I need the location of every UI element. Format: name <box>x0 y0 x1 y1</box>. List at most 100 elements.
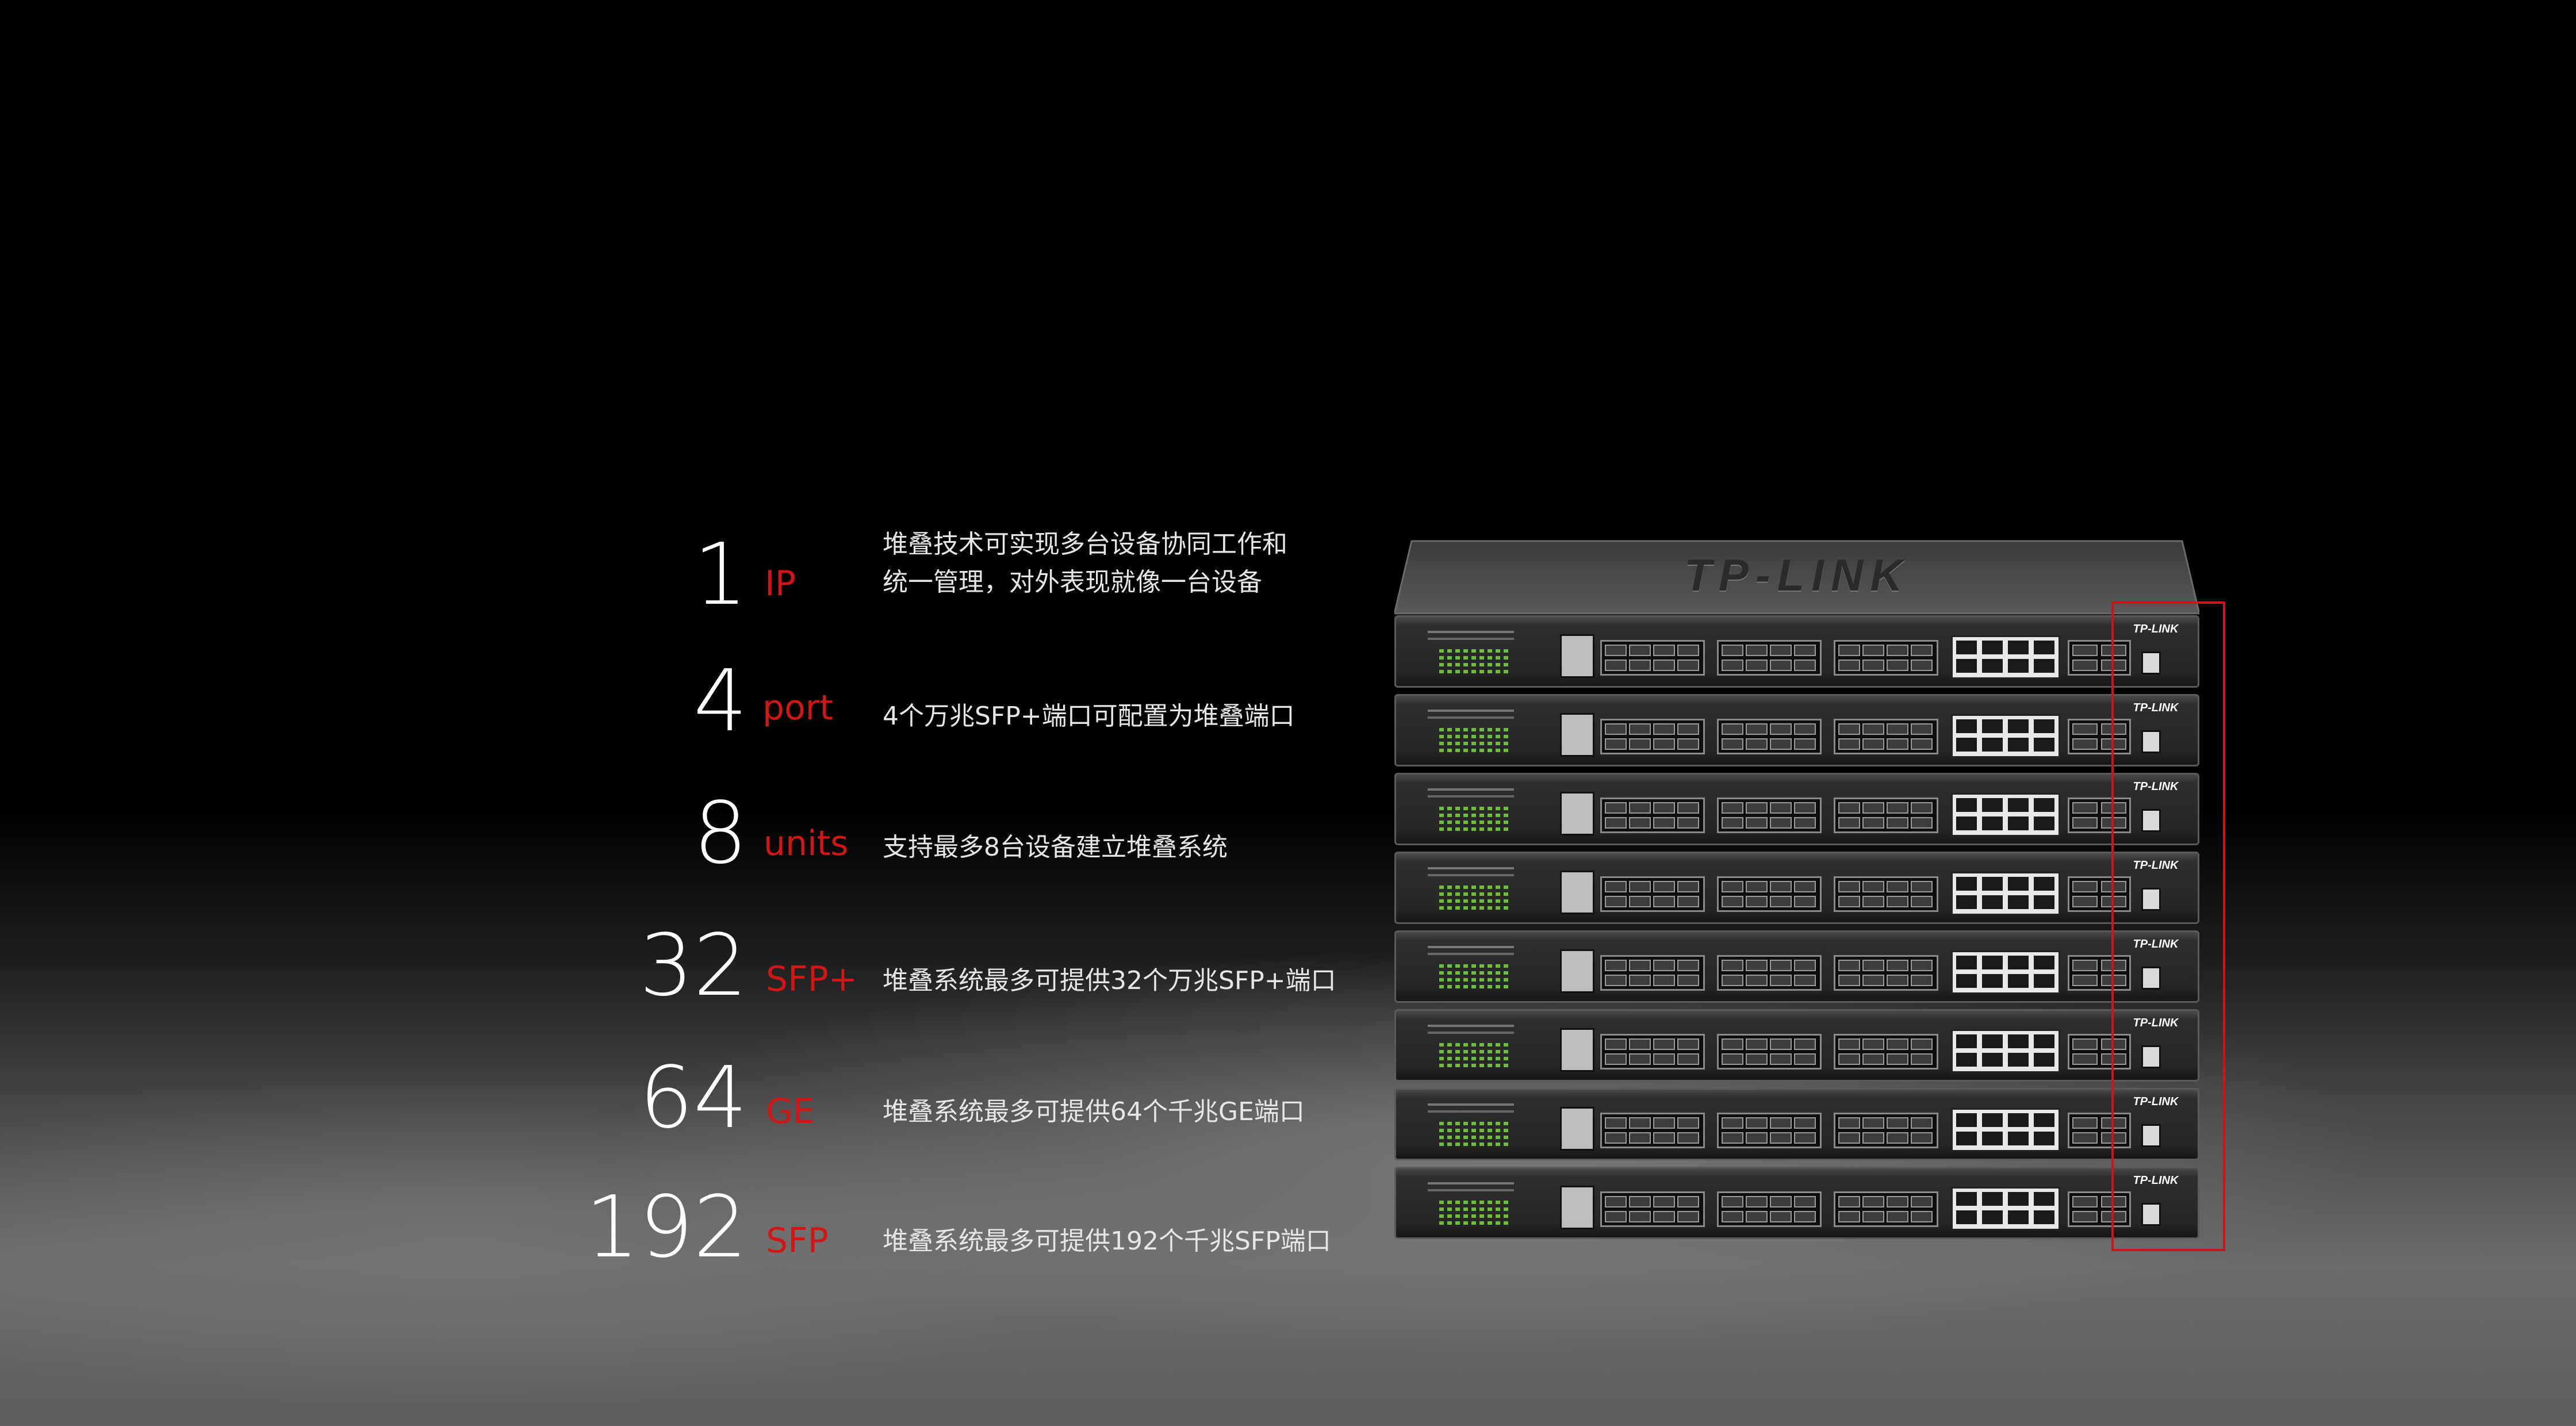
stat-description: 堆叠系统最多可提供32个万兆SFP+端口 <box>883 962 1377 1000</box>
management-port <box>1560 1028 1594 1072</box>
stat-number: 64 <box>639 1048 747 1147</box>
stat-unit: port <box>762 688 833 728</box>
sfp-slots <box>1838 1196 1933 1222</box>
sfp-slots <box>1605 960 1699 986</box>
brand-plate: TP-LINK <box>2124 938 2187 998</box>
sfp-port-group <box>1717 876 1822 912</box>
switch-unit: TP-LINK <box>1394 1009 2199 1082</box>
sfp-port-group <box>1600 955 1705 991</box>
reset-button[interactable] <box>2141 888 2161 911</box>
stat-sfp-plus: 32 SFP+ 堆叠系统最多可提供32个万兆SFP+端口 <box>575 923 1380 1038</box>
stat-number: 8 <box>693 784 747 883</box>
sfp-slots <box>1838 1038 1933 1065</box>
sfp-slots <box>1838 1117 1933 1144</box>
stat-unit: SFP+ <box>766 959 858 999</box>
sfp-slots <box>1722 723 1816 750</box>
stat-unit: units <box>764 823 849 864</box>
sfp-slots <box>1605 881 1699 907</box>
brand-plate: TP-LINK <box>2124 859 2187 919</box>
status-leds <box>1428 710 1514 752</box>
sfp-port-group <box>1834 876 1938 912</box>
sfp-plus-port-group <box>2068 719 2131 754</box>
sfp-plus-port-group <box>2068 1113 2131 1148</box>
reset-button[interactable] <box>2141 1203 2161 1226</box>
sfp-port-group <box>1600 876 1705 912</box>
rj45-port-group <box>1951 1108 2060 1152</box>
brand-logo: TP-LINK <box>2133 780 2179 793</box>
switch-unit: TP-LINK <box>1394 694 2199 766</box>
sfp-port-group <box>1717 719 1822 754</box>
sfp-slots <box>1722 960 1816 986</box>
switch-unit: TP-LINK <box>1394 773 2199 845</box>
sfp-slots <box>1722 1196 1816 1222</box>
stack-top-panel <box>1394 540 2199 615</box>
brand-logo: TP-LINK <box>2133 1095 2179 1108</box>
sfp-slots <box>1605 1117 1699 1144</box>
brand-plate: TP-LINK <box>2124 702 2187 761</box>
reset-button[interactable] <box>2141 1045 2161 1068</box>
switch-unit: TP-LINK <box>1394 852 2199 924</box>
reset-button[interactable] <box>2141 809 2161 832</box>
sfp-plus-slots <box>2072 802 2126 829</box>
sfp-slots <box>1838 802 1933 829</box>
sfp-plus-port-group <box>2068 640 2131 676</box>
sfp-slots <box>1838 960 1933 986</box>
stat-description: 堆叠系统最多可提供64个千兆GE端口 <box>883 1093 1377 1131</box>
brand-logo: TP-LINK <box>2133 1174 2179 1187</box>
stat-number: 1 <box>693 525 747 624</box>
stack-top-logo: TP-LINK <box>1684 550 1910 600</box>
stack-port-highlight-box <box>2111 601 2225 1251</box>
switch-unit: TP-LINK <box>1394 615 2199 688</box>
brand-logo: TP-LINK <box>2133 623 2179 635</box>
sfp-port-group <box>1834 1191 1938 1227</box>
rj45-sockets <box>1956 1113 2054 1145</box>
rj45-port-group <box>1951 714 2060 758</box>
stat-description: 4个万兆SFP+端口可配置为堆叠端口 <box>883 697 1377 735</box>
switch-unit: TP-LINK <box>1394 1167 2199 1239</box>
sfp-slots <box>1722 645 1816 671</box>
sfp-port-group <box>1600 640 1705 676</box>
rj45-sockets <box>1956 956 2054 988</box>
management-port <box>1560 1107 1594 1151</box>
stat-units: 8 units 支持最多8台设备建立堆叠系统 <box>575 791 1380 906</box>
management-port <box>1560 871 1594 914</box>
sfp-slots <box>1838 881 1933 907</box>
sfp-plus-port-group <box>2068 876 2131 912</box>
management-port <box>1560 634 1594 678</box>
stat-number: 192 <box>585 1178 748 1276</box>
brand-logo: TP-LINK <box>2133 859 2179 872</box>
sfp-plus-slots <box>2072 645 2126 671</box>
switch-stack: TP-LINK TP-LINK TP-LINK TP-LINK TP-LINK TP-L… <box>1394 538 2199 1245</box>
rj45-port-group <box>1951 635 2060 679</box>
status-leds <box>1428 1025 1514 1067</box>
sfp-port-group <box>1717 640 1822 676</box>
stat-description-line: 堆叠系统最多可提供64个千兆GE端口 <box>883 1097 1305 1126</box>
brand-plate: TP-LINK <box>2124 1017 2187 1076</box>
stat-sfp: 192 SFP 堆叠系统最多可提供192个千兆SFP端口 <box>575 1184 1380 1300</box>
stat-description: 堆叠技术可实现多台设备协同工作和 统一管理，对外表现就像一台设备 <box>883 526 1377 601</box>
reset-button[interactable] <box>2141 651 2161 674</box>
sfp-port-group <box>1600 1191 1705 1227</box>
stat-description-line: 堆叠系统最多可提供192个千兆SFP端口 <box>883 1226 1331 1256</box>
rj45-sockets <box>1956 719 2054 752</box>
sfp-slots <box>1722 881 1816 907</box>
stat-unit: SFP <box>766 1221 829 1261</box>
reset-button[interactable] <box>2141 967 2161 990</box>
brand-logo: TP-LINK <box>2133 938 2179 950</box>
status-leds <box>1428 1103 1514 1146</box>
sfp-port-group <box>1717 955 1822 991</box>
stat-description-line: 堆叠系统最多可提供32个万兆SFP+端口 <box>883 966 1336 995</box>
sfp-plus-slots <box>2072 1038 2126 1065</box>
management-port <box>1560 1186 1594 1229</box>
sfp-slots <box>1605 802 1699 829</box>
sfp-port-group <box>1717 1113 1822 1148</box>
reset-button[interactable] <box>2141 1124 2161 1147</box>
sfp-plus-port-group <box>2068 955 2131 991</box>
reset-button[interactable] <box>2141 730 2161 753</box>
status-leds <box>1428 631 1514 673</box>
stat-unit: GE <box>766 1091 815 1132</box>
sfp-slots <box>1605 1038 1699 1065</box>
brand-plate: TP-LINK <box>2124 780 2187 840</box>
sfp-port-group <box>1600 1113 1705 1148</box>
rj45-sockets <box>1956 1034 2054 1067</box>
